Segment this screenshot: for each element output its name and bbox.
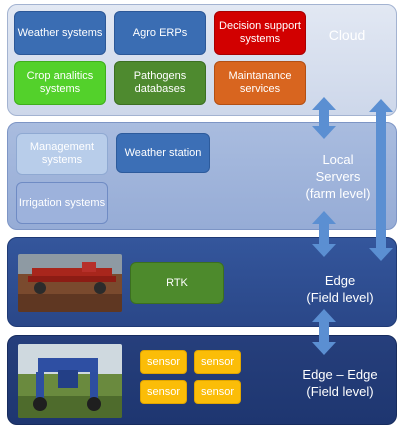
tractor-photo: [18, 254, 122, 312]
robot-photo: [18, 344, 122, 418]
agro-erps-label: Agro ERPs: [132, 26, 188, 39]
sensor-label-2: sensor: [200, 356, 235, 368]
local-title-line2: Servers: [315, 169, 361, 184]
weather-systems-box: Weather systems: [14, 11, 106, 55]
edge-layer: RTK Edge (Field level): [7, 237, 397, 327]
sensor-label-3: sensor: [146, 386, 181, 398]
weather-station-box: Weather station: [116, 133, 210, 173]
agro-erps-box: Agro ERPs: [114, 11, 206, 55]
management-systems-label: Management systems: [29, 141, 95, 166]
cloud-layer: Weather systems Agro ERPs Decision suppo…: [7, 4, 397, 116]
pathogens-databases-label: Pathogens databases: [133, 70, 187, 95]
local-title-line1: Local: [322, 152, 354, 167]
pathogens-databases-box: Pathogens databases: [114, 61, 206, 105]
sensor-box-2: sensor: [194, 350, 241, 374]
decision-support-label: Decision support systems: [219, 20, 301, 45]
sensor-label-4: sensor: [200, 386, 235, 398]
edge-title-line2: (Field level): [306, 290, 374, 305]
local-servers-layer: Management systems Weather station Irrig…: [7, 122, 397, 230]
maintenance-services-box: Maintanance services: [214, 61, 306, 105]
irrigation-systems-label: Irrigation systems: [18, 196, 106, 209]
weather-systems-label: Weather systems: [17, 26, 103, 39]
edge-edge-title: Edge – Edge (Field level): [290, 366, 390, 400]
cloud-title: Cloud: [328, 27, 366, 43]
sensor-box-3: sensor: [140, 380, 187, 404]
sensor-label-1: sensor: [146, 356, 181, 368]
irrigation-systems-box: Irrigation systems: [16, 182, 108, 224]
rtk-label: RTK: [166, 276, 188, 289]
sensor-box-1: sensor: [140, 350, 187, 374]
edge-edge-title-line2: (Field level): [306, 384, 374, 399]
edge-edge-layer: sensor sensor sensor sensor Edge – Edge …: [7, 335, 397, 425]
weather-station-label: Weather station: [124, 146, 202, 159]
crop-analytics-box: Crop analitics systems: [14, 61, 106, 105]
decision-support-box: Decision support systems: [214, 11, 306, 55]
management-systems-box: Management systems: [16, 133, 108, 175]
local-servers-title: Local Servers (farm level): [290, 151, 386, 202]
rtk-box: RTK: [130, 262, 224, 304]
edge-title-line1: Edge: [324, 273, 356, 288]
maintenance-services-label: Maintanance services: [228, 70, 292, 95]
crop-analytics-label: Crop analitics systems: [26, 70, 94, 95]
edge-title: Edge (Field level): [298, 272, 382, 306]
sensor-box-4: sensor: [194, 380, 241, 404]
edge-edge-title-line1: Edge – Edge: [302, 367, 378, 382]
local-title-line3: (farm level): [305, 186, 371, 201]
